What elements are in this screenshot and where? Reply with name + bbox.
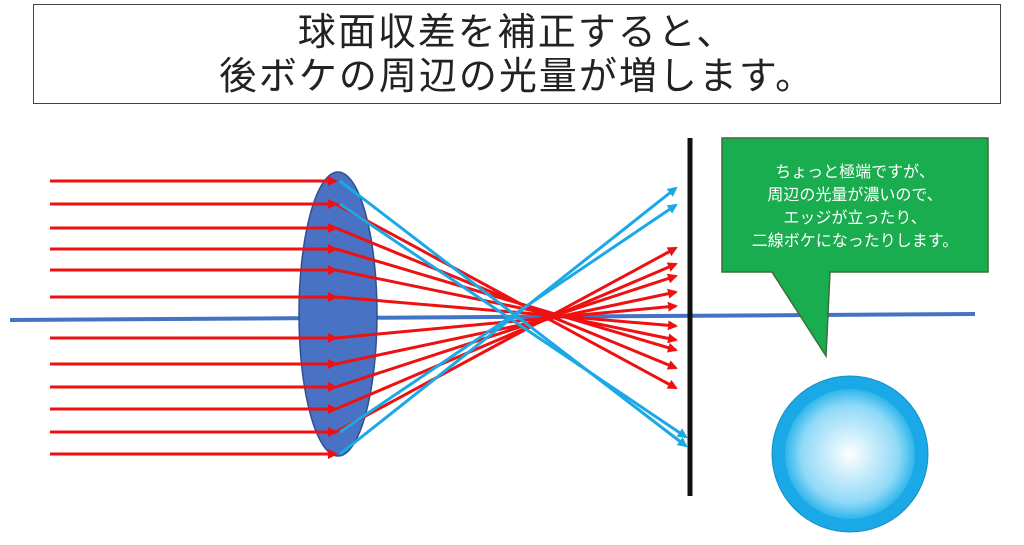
refracted-ray (335, 295, 678, 331)
refracted-red-rays (335, 202, 678, 434)
title-box: 球面収差を補正すると、 後ボケの周辺の光量が増します。 (33, 4, 1001, 104)
refracted-ray (335, 268, 678, 344)
optical-axis (9, 312, 976, 322)
incoming-rays (50, 176, 338, 459)
marginal-ray (339, 186, 678, 456)
marginal-ray (339, 203, 678, 434)
lens-icon (298, 171, 378, 457)
refracted-ray (335, 202, 678, 390)
callout-text: ちょっと極端ですが、 周辺の光量が濃いので、 エッジが立ったり、 二線ボケになっ… (722, 142, 988, 270)
callout-line-4: 二線ボケになったりします。 (751, 231, 959, 250)
bokeh-disc-icon (785, 389, 915, 519)
marginal-ray (339, 202, 688, 439)
refracted-ray (335, 247, 678, 353)
callout-bubble (721, 137, 989, 359)
title-line-2: 後ボケの周辺の光量が増します。 (218, 54, 816, 98)
refracted-ray (335, 288, 678, 366)
refracted-ray (335, 246, 678, 434)
callout-line-2: 周辺の光量が濃いので、 (767, 185, 943, 204)
title-line-1: 球面収差を補正すると、 (297, 10, 737, 54)
refracted-ray (335, 262, 678, 411)
callout-line-1: ちょっと極端ですが、 (775, 162, 935, 181)
callout-line-3: エッジが立ったり、 (783, 208, 927, 227)
refracted-ray (335, 273, 678, 389)
marginal-blue-rays (339, 179, 688, 456)
